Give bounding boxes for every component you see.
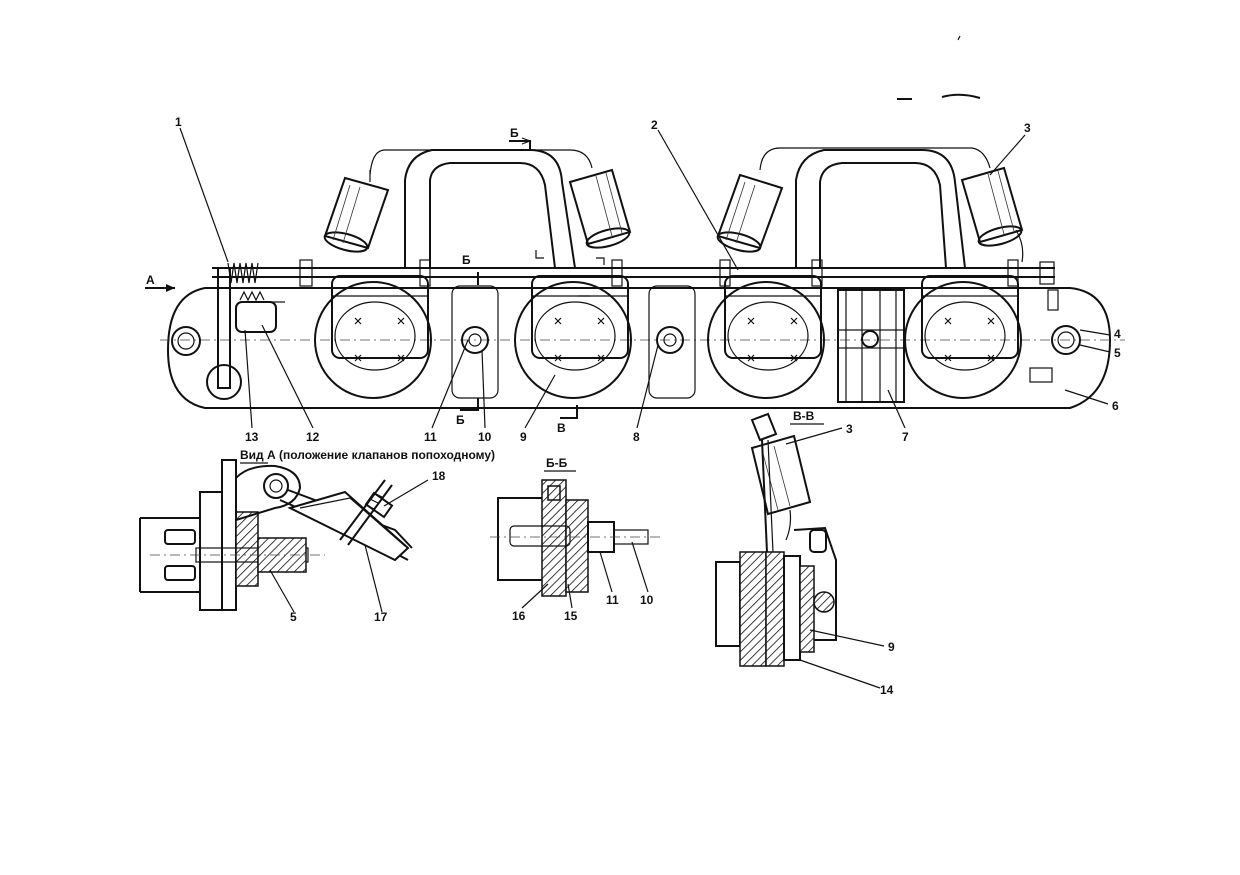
view-a-detail: Вид А (положение клапанов попоходному) 1… bbox=[139, 448, 495, 624]
section-bb-title: Б-Б bbox=[546, 456, 568, 470]
cylinder-right-b bbox=[960, 166, 1024, 263]
cylinder-left-a bbox=[323, 176, 390, 253]
main-assembly-view: 1 2 3 4 5 6 7 8 9 10 11 12 13 А Б Б Б В bbox=[145, 115, 1125, 444]
callout-4: 4 bbox=[1114, 327, 1121, 341]
valve-port-3 bbox=[707, 275, 825, 399]
view-a-callout-17: 17 bbox=[374, 610, 388, 624]
callout-11: 11 bbox=[424, 430, 437, 444]
upper-frame-left bbox=[323, 149, 632, 269]
cylinder-right-a bbox=[716, 173, 784, 253]
callout-12: 12 bbox=[306, 430, 320, 444]
callout-6: 6 bbox=[1112, 399, 1119, 413]
section-marks bbox=[460, 137, 605, 419]
section-vv-detail: В-В 3 9 14 bbox=[715, 409, 895, 697]
view-arrow-a bbox=[145, 284, 175, 292]
manifold-body bbox=[160, 287, 1125, 409]
callout-8: 8 bbox=[633, 430, 640, 444]
callout-3: 3 bbox=[1024, 121, 1031, 135]
callout-1: 1 bbox=[175, 115, 182, 129]
view-arrow-label: А bbox=[146, 273, 155, 287]
section-vv-title: В-В bbox=[793, 409, 815, 423]
callout-9: 9 bbox=[520, 430, 527, 444]
valve-port-1 bbox=[314, 275, 432, 399]
section-bb-callout-16: 16 bbox=[512, 609, 526, 623]
section-bb-callout-15: 15 bbox=[564, 609, 578, 623]
view-a-callout-5: 5 bbox=[290, 610, 297, 624]
control-shaft bbox=[212, 259, 1055, 287]
upper-frame-right bbox=[716, 147, 1024, 269]
view-a-callout-18: 18 bbox=[432, 469, 446, 483]
cut-label-b-top: Б bbox=[510, 126, 519, 140]
section-bb-callout-10: 10 bbox=[640, 593, 654, 607]
leader-lines bbox=[179, 127, 1111, 429]
valve-port-2 bbox=[514, 275, 632, 399]
cylinder-left-b bbox=[568, 168, 632, 249]
callout-2: 2 bbox=[651, 118, 658, 132]
view-a-title: Вид А (положение клапанов попоходному) bbox=[240, 448, 495, 462]
callout-13: 13 bbox=[245, 430, 259, 444]
callout-7: 7 bbox=[902, 430, 909, 444]
boss-plates bbox=[451, 285, 905, 403]
section-vv-callout-9: 9 bbox=[888, 640, 895, 654]
callout-10: 10 bbox=[478, 430, 492, 444]
lever-assembly bbox=[206, 267, 285, 400]
cut-label-v: В bbox=[557, 421, 566, 435]
cut-label-b-upper: Б bbox=[462, 253, 471, 267]
section-bb-detail: Б-Б 16 15 11 10 bbox=[490, 456, 660, 623]
callout-5: 5 bbox=[1114, 346, 1121, 360]
scan-artifact bbox=[897, 35, 981, 100]
section-bb-callout-11: 11 bbox=[606, 593, 619, 607]
section-vv-callout-14: 14 bbox=[880, 683, 894, 697]
cut-label-b-lower: Б bbox=[456, 413, 465, 427]
valve-port-4 bbox=[904, 275, 1022, 399]
section-vv-callout-3: 3 bbox=[846, 422, 853, 436]
